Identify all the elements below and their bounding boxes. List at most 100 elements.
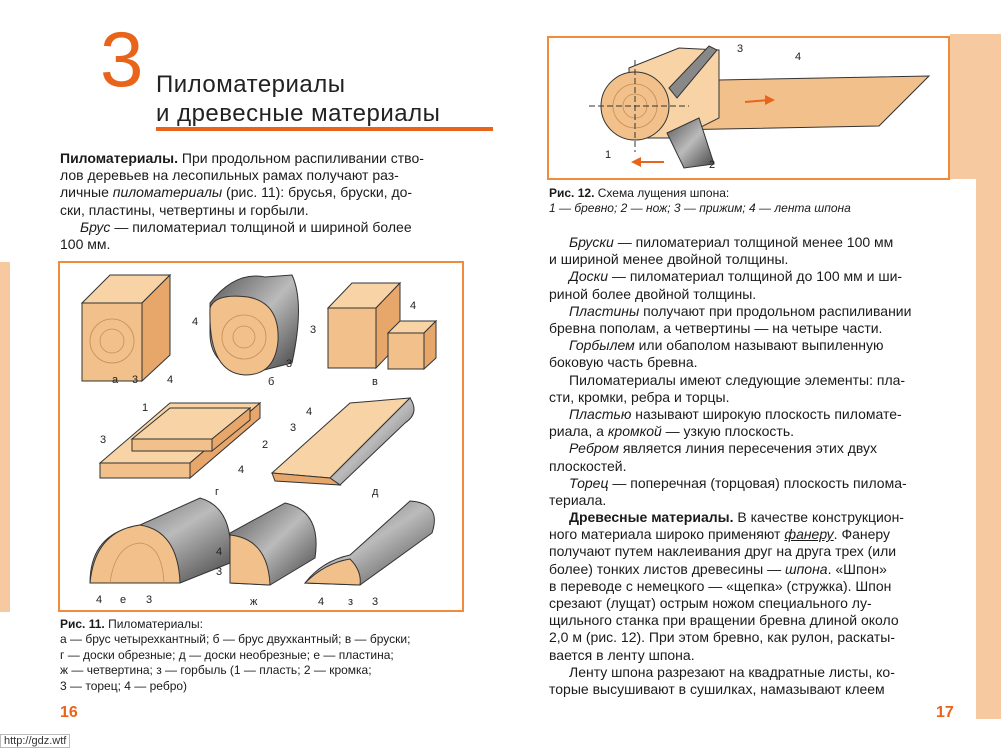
label-e: е (120, 594, 126, 606)
fig-d-unedged-board (270, 397, 415, 486)
label-a: а (112, 374, 119, 386)
fig-e-plank (89, 497, 232, 584)
text-run: получают при продольном распиливании (639, 302, 912, 319)
text-run: риной более двойной толщины. (549, 285, 757, 302)
lead-term: Пиломатериалы. (60, 150, 179, 166)
text-line: торые высушивают в сушилках, намазывают … (549, 681, 885, 698)
title-rule (156, 127, 493, 131)
text-line: Пиломатериалы имеют следующие элементы: … (549, 372, 949, 389)
text-line: срезают (лущат) острым ножом специальног… (549, 595, 872, 612)
caption-title: Рис. 11. (60, 617, 105, 631)
caption-text: а — брус четырехкантный; б — брус двухка… (60, 632, 411, 647)
text-line: 100 мм. (60, 236, 111, 253)
chapter-title-line2: и древесные материалы (156, 100, 441, 127)
text-run: териала. (549, 492, 607, 509)
lead-term: Древесные материалы. (569, 509, 734, 525)
clamp (668, 45, 718, 99)
figure-12-caption: Рис. 12. Схема лущения шпона: 1 — бревно… (549, 186, 949, 217)
text-line: При продольном распиливании ство- (181, 150, 424, 166)
text-run: — узкую плоскость. (661, 423, 795, 440)
page-number-left: 16 (60, 704, 78, 721)
term-italic: Торец (569, 474, 609, 491)
label-n3: 3 (310, 324, 316, 336)
label-n4: 4 (306, 406, 312, 418)
text-line: ски, пластины, четвертины и горбыли. (60, 201, 309, 218)
text-run: боковую часть бревна. (549, 354, 698, 371)
text-line: и шириной менее двойной толщины. (549, 251, 949, 268)
text-line: риала, а кромкой — узкую плоскость. (549, 423, 949, 440)
chapter-title: Пиломатериалы и древесные материалы (156, 70, 440, 128)
label-z: з (348, 596, 353, 608)
text-line: — пиломатериал толщиной и шириной более (110, 218, 412, 235)
text-line: Ленту шпона разрезают на квадратные лист… (569, 663, 895, 680)
label-n3: 3 (216, 566, 222, 578)
text-run: сти, кромки, ребра и торцы. (549, 388, 730, 405)
arrow-icon (631, 157, 641, 167)
site-watermark[interactable]: http://gdz.wtf (0, 734, 71, 748)
text-line: (рис. 11): брусья, бруски, до- (222, 184, 413, 201)
term-italic: фанеру (784, 526, 834, 543)
chapter-title-line1: Пиломатериалы (156, 71, 346, 98)
text-line: сти, кромки, ребра и торцы. (549, 389, 949, 406)
label-n3: 3 (290, 422, 296, 434)
page-number-right: 17 (936, 704, 954, 721)
caption-text: г — доски обрезные; д — доски необрезные… (60, 647, 394, 662)
label-n4: 4 (795, 51, 801, 63)
text-line: вается в ленту шпона. (549, 646, 695, 663)
figure-11: а 3 4 б 4 3 в 3 4 1 2 3 4 г 3 4 д 4 е 3 (58, 261, 464, 612)
right-page: 1 2 3 4 Рис. 12. Схема лущения шпона: 1 … (500, 0, 1001, 751)
text-run: или обаполом называют выпиленную (634, 337, 884, 354)
label-n4: 4 (216, 546, 222, 558)
text-run: является линия пересечения этих двух (619, 440, 878, 457)
text-line: лов деревьев на лесопильных рамах получа… (60, 167, 399, 184)
term-italic: пиломатериалы (112, 184, 223, 201)
term-italic: Горбылем (569, 337, 635, 354)
label-g: г (215, 486, 219, 498)
fig-b-two-sided-beam (209, 274, 299, 376)
label-zh: ж (250, 596, 258, 608)
text-line: Ребром является линия пересечения этих д… (549, 440, 949, 457)
label-n2: 2 (262, 439, 268, 451)
label-d: д (372, 486, 379, 498)
text-line: Горбылем или обаполом называют выпиленну… (549, 337, 949, 354)
label-b: б (268, 376, 274, 388)
caption-title: Рис. 12. (549, 186, 595, 200)
label-n4: 4 (318, 596, 324, 608)
term-italic: Бруски (569, 234, 614, 250)
fig-a-square-beam (80, 273, 172, 383)
caption-text: Пиломатериалы: (104, 617, 203, 631)
term-italic: кромкой (607, 423, 662, 440)
right-margin-tab-bottom (976, 179, 1001, 719)
text-line: щильного станка при вращении бревна длин… (549, 612, 899, 629)
label-n3: 3 (286, 358, 292, 370)
text-line: ного материала широко применяют (549, 526, 785, 543)
left-margin-tab (0, 262, 10, 612)
label-n2: 2 (709, 159, 715, 171)
term-italic: Пластью (569, 406, 632, 423)
text-run: — пиломатериал толщиной менее 100 мм (613, 234, 894, 250)
fig-z-slab (303, 500, 435, 586)
text-run: и шириной менее двойной толщины. (549, 251, 789, 268)
label-v: в (372, 376, 378, 388)
label-n4: 4 (410, 300, 416, 312)
right-margin-tab-top (950, 34, 1001, 179)
caption-text: ж — четвертина; з — горбыль (1 — пласть;… (60, 663, 372, 678)
intro-paragraph: Пиломатериалы. При продольном распиливан… (60, 150, 463, 253)
text-run: — поперечная (торцовая) плоскость пилома… (608, 474, 907, 491)
text-line: . «Шпон» (827, 560, 887, 577)
caption-text: 3 — торец; 4 — ребро) (60, 678, 188, 693)
label-n3: 3 (132, 374, 138, 386)
figure-12: 1 2 3 4 (547, 36, 950, 180)
fig-g-edged-boards (98, 401, 262, 480)
text-run: бревна пополам, а четвертины — на четыре… (549, 320, 883, 337)
term-italic: Брус (80, 218, 111, 235)
term-italic: Доски (569, 268, 609, 285)
wood-materials-text: Древесные материалы. В качестве конструк… (549, 509, 949, 698)
label-n4: 4 (167, 374, 173, 386)
label-n3: 3 (100, 434, 106, 446)
caption-text: Схема лущения шпона: (594, 186, 730, 200)
chapter-number: 3 (100, 15, 144, 103)
text-line: Пластины получают при продольном распили… (549, 303, 949, 320)
text-line: получают путем наклеивания друг на друга… (549, 543, 897, 560)
text-line: 2,0 м (рис. 12). При этом бревно, как ру… (549, 629, 896, 646)
